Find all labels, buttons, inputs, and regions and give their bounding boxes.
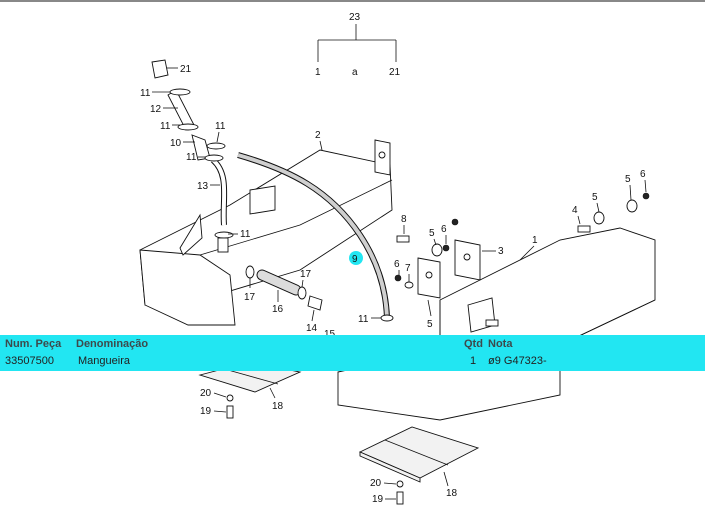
callout-4[interactable]: 4 xyxy=(572,205,578,216)
callout-11-b[interactable]: 11 xyxy=(160,121,171,132)
tank-left xyxy=(139,149,393,326)
bolt-4 xyxy=(577,225,591,233)
callout-8[interactable]: 8 xyxy=(401,214,407,225)
callout-13[interactable]: 13 xyxy=(197,181,209,192)
callout-10[interactable]: 10 xyxy=(170,138,182,149)
callout-18-right[interactable]: 18 xyxy=(446,488,458,499)
callout-6-b[interactable]: 6 xyxy=(394,259,400,270)
callout-9[interactable]: 9 xyxy=(352,254,358,265)
callout-6-a[interactable]: 6 xyxy=(441,224,447,235)
callout-2[interactable]: 2 xyxy=(315,130,321,141)
callout-6-c[interactable]: 6 xyxy=(640,169,646,180)
callout-21[interactable]: 21 xyxy=(180,64,192,75)
callout-5-d[interactable]: 5 xyxy=(427,319,433,330)
value-part-number: 33507500 xyxy=(5,355,54,367)
header-note: Nota xyxy=(488,338,513,350)
callout-23[interactable]: 23 xyxy=(349,12,361,23)
value-qty: 1 xyxy=(470,355,477,367)
callout-11-c[interactable]: 11 xyxy=(215,121,226,132)
callout-15[interactable]: 15 xyxy=(324,329,336,340)
assembly-23-bracket xyxy=(317,24,397,62)
header-part-number: Num. Peça xyxy=(5,338,62,350)
fitting-21 xyxy=(151,59,169,79)
header-description: Denominação xyxy=(76,338,149,350)
callout-20-right[interactable]: 20 xyxy=(370,478,382,489)
header-qty: Qtd xyxy=(464,338,483,350)
hose-16 xyxy=(257,270,301,295)
callout-7[interactable]: 7 xyxy=(405,263,411,274)
callout-5-c[interactable]: 5 xyxy=(625,174,631,185)
bolt-8 xyxy=(396,235,410,243)
callout-19-left[interactable]: 19 xyxy=(200,406,212,417)
callout-9-highlight[interactable] xyxy=(349,251,363,265)
callout-5-a[interactable]: 5 xyxy=(429,228,435,239)
fitting-14 xyxy=(307,295,323,311)
callout-1-top[interactable]: 1 xyxy=(315,67,321,78)
callout-a[interactable]: a xyxy=(352,67,358,78)
callout-16[interactable]: 16 xyxy=(272,304,284,315)
plate-18-right xyxy=(358,426,480,483)
callout-17-right[interactable]: 17 xyxy=(300,269,312,280)
callout-5-b[interactable]: 5 xyxy=(592,192,598,203)
callout-17-left[interactable]: 17 xyxy=(244,292,256,303)
callout-14[interactable]: 14 xyxy=(306,323,318,334)
callout-1[interactable]: 1 xyxy=(532,235,538,246)
callout-11-f[interactable]: 11 xyxy=(358,314,369,325)
callout-12[interactable]: 12 xyxy=(150,104,162,115)
callout-11-d[interactable]: 11 xyxy=(186,152,197,163)
callout-21-top[interactable]: 21 xyxy=(389,67,401,78)
callout-19-right[interactable]: 19 xyxy=(372,494,384,505)
callout-3[interactable]: 3 xyxy=(498,246,504,257)
value-note: ø9 G47323- xyxy=(488,355,547,367)
callout-18-left[interactable]: 18 xyxy=(272,401,284,412)
value-description: Mangueira xyxy=(78,355,130,367)
part-info-bar: Num. Peça Denominação Qtd Nota 33507500 … xyxy=(0,335,705,371)
callout-11-a[interactable]: 11 xyxy=(140,88,151,99)
callout-11-e[interactable]: 11 xyxy=(240,229,251,240)
callout-20-left[interactable]: 20 xyxy=(200,388,212,399)
